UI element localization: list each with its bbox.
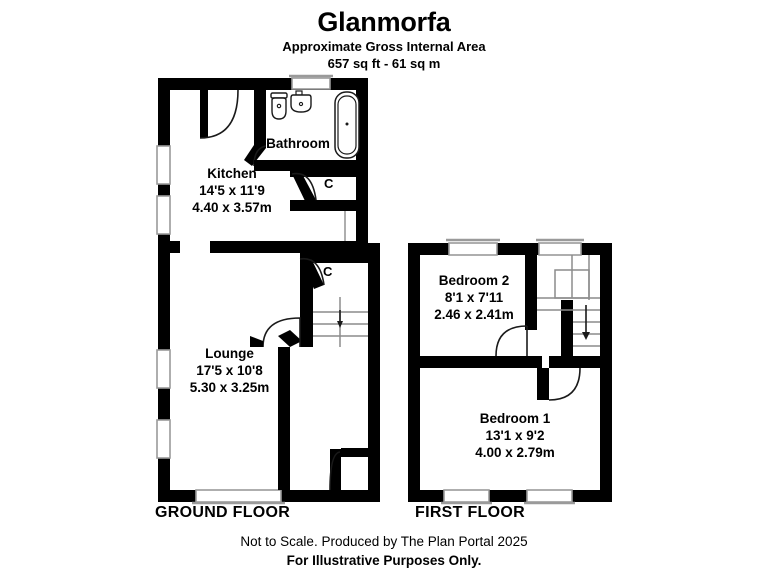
- bedroom-1-door-leaf: [537, 368, 549, 400]
- cupboard-2-label: C: [323, 264, 333, 279]
- plan-footer: Not to Scale. Produced by The Plan Porta…: [0, 532, 768, 570]
- bedroom-1-door-swing: [548, 367, 581, 401]
- entrance-door: [329, 448, 368, 491]
- first-stair-enclosure-wall: [561, 300, 573, 356]
- ground-left-windows: [156, 145, 171, 459]
- lounge-hall-wall: [278, 347, 290, 490]
- cupboard-2-door-swing: [299, 257, 325, 286]
- footer-disclaimer-text: For Illustrative Purposes Only.: [286, 553, 482, 568]
- bathroom-fixtures: [270, 90, 360, 159]
- bedroom-2-door-leaf: [496, 356, 527, 368]
- sink-icon: [290, 90, 312, 113]
- cupboard-1-label: C: [324, 176, 334, 191]
- ground-bay-window: [192, 489, 285, 505]
- bathtub-icon: [334, 91, 360, 159]
- toilet-icon: [270, 92, 288, 120]
- footer-producer-text: Not to Scale. Produced by The Plan Porta…: [240, 534, 528, 549]
- ground-floor-plan: [156, 74, 380, 505]
- plan-header: Glanmorfa Approximate Gross Internal Are…: [0, 6, 768, 72]
- bedroom-2-door-swing: [495, 325, 528, 357]
- page-title: Glanmorfa: [317, 7, 451, 37]
- stair-enclosure-wall: [300, 297, 313, 347]
- gross-area-label: Approximate Gross Internal Area: [282, 39, 486, 54]
- lounge-door-jamb: [250, 336, 263, 347]
- cupboard-2-door-leaf: [300, 256, 324, 289]
- first-bottom-windows: [441, 489, 575, 505]
- ground-floor-label: GROUND FLOOR: [155, 504, 291, 521]
- cupboard-1-bottom-wall: [290, 200, 368, 211]
- bedroom-1-door-jamb: [549, 356, 600, 368]
- cupboard-1-top-wall: [290, 167, 358, 177]
- first-floor-plan: [408, 238, 612, 505]
- cupboard-1-door-swing: [291, 172, 317, 201]
- kitchen-lounge-partition-stub: [158, 241, 180, 253]
- cupboard-1-door-leaf: [292, 170, 316, 203]
- lounge-door-leaf: [278, 330, 302, 347]
- kitchen-door: [199, 89, 239, 139]
- staircase-down: [537, 255, 600, 347]
- bathroom-bottom-wall: [254, 160, 358, 171]
- kitchen-lounge-partition: [210, 241, 368, 253]
- staircase-up: [313, 297, 368, 347]
- bedroom-2-right-wall: [525, 255, 537, 330]
- bathroom-window: [289, 74, 333, 90]
- gross-area-value: 657 sq ft - 61 sq m: [327, 56, 441, 71]
- bathroom-left-wall: [254, 90, 266, 145]
- cupboard-2-top-wall: [300, 253, 368, 263]
- lounge-door-swing: [262, 317, 301, 348]
- first-floor-label: FIRST FLOOR: [415, 504, 525, 521]
- kitchen-top-stub-wall: [158, 78, 200, 90]
- first-floor-outer-wall: [408, 243, 612, 502]
- first-top-windows: [446, 238, 584, 256]
